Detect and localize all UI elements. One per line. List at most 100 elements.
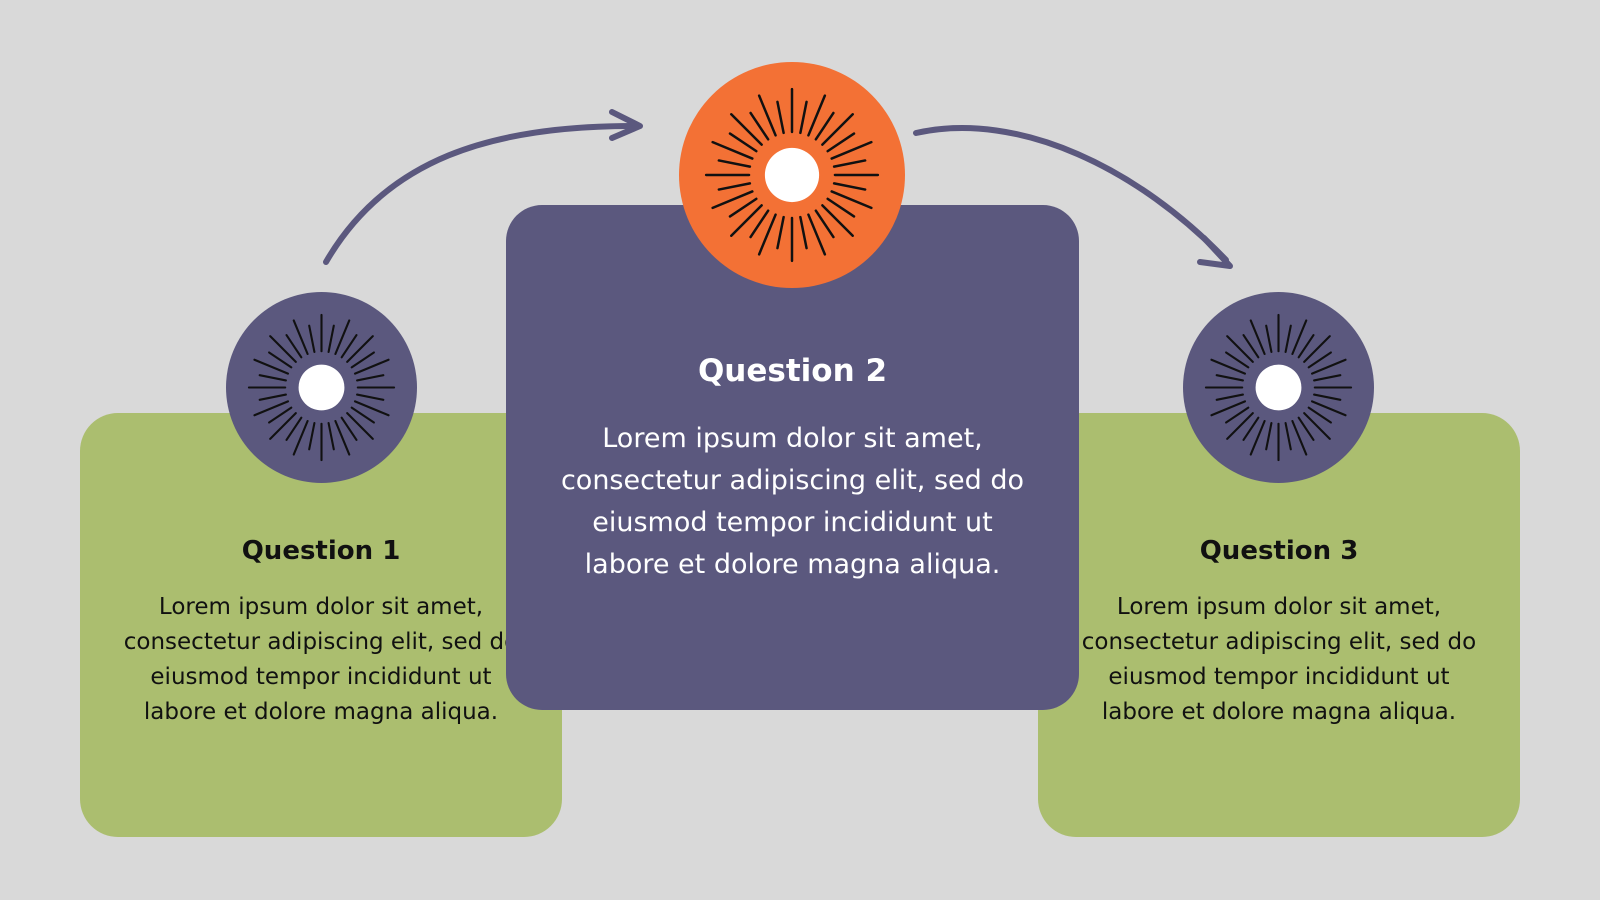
question-text: Lorem ipsum dolor sit amet, consectetur …: [1081, 594, 1477, 725]
sunburst-ray: [730, 204, 763, 237]
question-card-3: Question 3 Lorem ipsum dolor sit amet, c…: [1038, 413, 1520, 837]
sunburst-ray: [799, 215, 808, 250]
sunburst-ray: [1225, 351, 1250, 369]
arrow-head-icon: [1197, 235, 1233, 269]
sunburst-ray: [830, 140, 873, 160]
sunburst-ray: [269, 335, 297, 363]
sunburst-ray: [749, 111, 770, 141]
question-card-1: Question 1 Lorem ipsum dolor sit amet, c…: [80, 413, 562, 837]
question-3-badge: [1183, 292, 1374, 483]
sunburst-ray: [334, 419, 351, 456]
sunburst-ray: [1215, 374, 1244, 382]
sunburst-ray: [711, 140, 754, 160]
sunburst-ray: [1291, 319, 1308, 356]
sunburst-center: [298, 364, 345, 411]
sunburst-ray: [268, 351, 293, 369]
sunburst-ray: [757, 94, 777, 137]
sunburst-ray: [1291, 419, 1308, 456]
sunburst-icon: [1204, 313, 1353, 462]
sunburst-ray: [730, 113, 763, 146]
sunburst-ray: [356, 374, 385, 382]
sunburst-ray: [1307, 406, 1332, 424]
sunburst-ray: [356, 393, 385, 401]
sunburst-ray: [269, 412, 297, 440]
sunburst-ray: [1242, 416, 1260, 441]
sunburst-ray: [346, 335, 374, 363]
sunburst-ray: [308, 422, 316, 451]
sunburst-ray: [826, 132, 856, 153]
sunburst-ray: [830, 190, 873, 210]
sunburst-ray: [1265, 422, 1273, 451]
sunburst-ray: [1303, 412, 1331, 440]
sunburst-ray: [350, 406, 375, 424]
question-card-2: Question 2 Lorem ipsum dolor sit amet, c…: [506, 205, 1079, 710]
sunburst-ray: [1297, 416, 1315, 441]
sunburst-ray: [728, 197, 758, 218]
sunburst-ray: [776, 100, 785, 135]
sunburst-ray: [350, 351, 375, 369]
question-title: Question 2: [697, 353, 888, 389]
sunburst-ray: [327, 324, 335, 353]
sunburst-ray: [814, 111, 835, 141]
sunburst-ray: [340, 416, 358, 441]
sunburst-ray: [717, 159, 752, 168]
sunburst-ray: [353, 358, 390, 375]
sunburst-ray: [1249, 419, 1266, 456]
sunburst-ray: [807, 94, 827, 137]
sunburst-ray: [711, 190, 754, 210]
sunburst-ray: [346, 412, 374, 440]
question-2-badge: [679, 62, 905, 288]
sunburst-icon: [704, 87, 880, 263]
sunburst-ray: [340, 334, 358, 359]
sunburst-ray: [807, 213, 827, 256]
sunburst-ray: [832, 182, 867, 191]
sunburst-ray: [799, 100, 808, 135]
sunburst-ray: [1249, 319, 1266, 356]
sunburst-ray: [1313, 374, 1342, 382]
sunburst-ray: [292, 419, 309, 456]
sunburst-icon: [247, 313, 396, 462]
question-text: Lorem ipsum dolor sit amet, consectetur …: [560, 423, 1025, 580]
sunburst-ray: [1210, 400, 1247, 417]
sunburst-ray: [1303, 335, 1331, 363]
sunburst-ray: [258, 393, 287, 401]
question-text: Lorem ipsum dolor sit amet, consectetur …: [123, 594, 519, 725]
sunburst-ray: [728, 132, 758, 153]
sunburst-ray: [1307, 351, 1332, 369]
sunburst-ray: [327, 422, 335, 451]
sunburst-ray: [821, 204, 854, 237]
question-title: Question 3: [1199, 536, 1359, 566]
sunburst-ray: [1265, 324, 1273, 353]
sunburst-ray: [749, 209, 770, 239]
sunburst-ray: [1310, 358, 1347, 375]
sunburst-ray: [285, 334, 303, 359]
sunburst-ray: [717, 182, 752, 191]
sunburst-ray: [292, 319, 309, 356]
sunburst-ray: [285, 416, 303, 441]
sunburst-ray: [1313, 393, 1342, 401]
sunburst-ray: [1284, 422, 1292, 451]
sunburst-ray: [821, 113, 854, 146]
sunburst-center: [764, 147, 820, 203]
question-1-badge: [226, 292, 417, 483]
sunburst-ray: [258, 374, 287, 382]
sunburst-center: [1255, 364, 1302, 411]
sunburst-ray: [334, 319, 351, 356]
sunburst-ray: [253, 358, 290, 375]
sunburst-ray: [1210, 358, 1247, 375]
sunburst-ray: [1310, 400, 1347, 417]
sunburst-ray: [1284, 324, 1292, 353]
sunburst-ray: [832, 159, 867, 168]
sunburst-ray: [1215, 393, 1244, 401]
sunburst-ray: [1226, 335, 1254, 363]
sunburst-ray: [1297, 334, 1315, 359]
sunburst-ray: [308, 324, 316, 353]
sunburst-ray: [826, 197, 856, 218]
arrow-head-icon: [609, 109, 643, 141]
question-title: Question 1: [241, 536, 401, 566]
sunburst-ray: [1242, 334, 1260, 359]
sunburst-ray: [353, 400, 390, 417]
sunburst-ray: [814, 209, 835, 239]
sunburst-ray: [1225, 406, 1250, 424]
sunburst-ray: [757, 213, 777, 256]
